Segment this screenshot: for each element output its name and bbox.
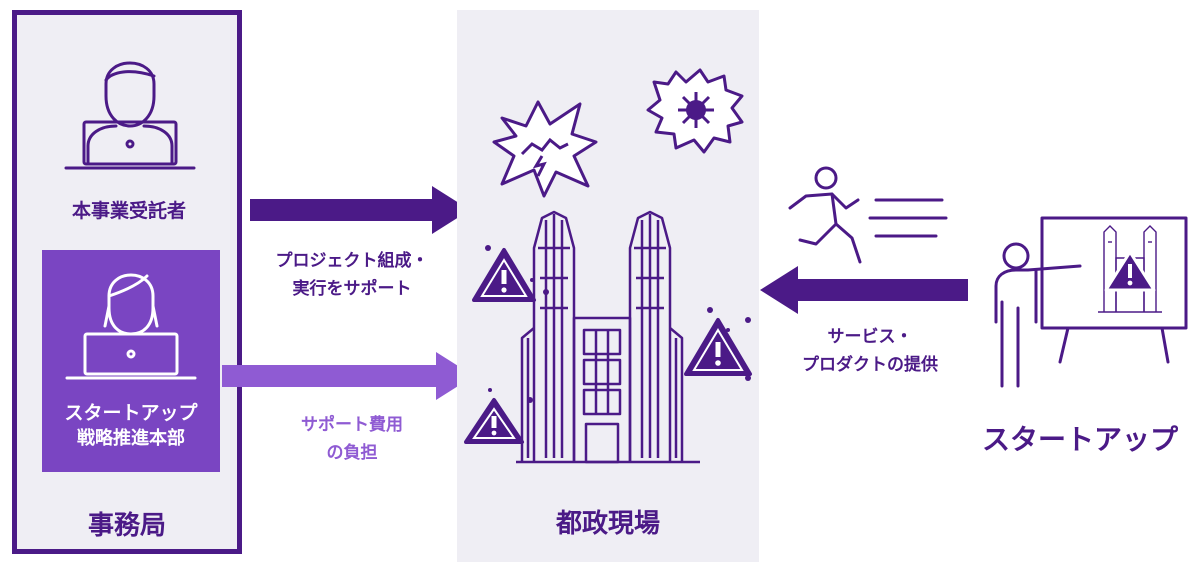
decorative-dots bbox=[485, 245, 751, 403]
running-person-icon bbox=[788, 166, 948, 264]
warning-icon-2 bbox=[684, 318, 752, 376]
cost-text-line2: の負担 bbox=[326, 443, 378, 463]
startup-label: スタートアップ bbox=[981, 423, 1178, 456]
presenter-board-icon bbox=[994, 216, 1188, 388]
contractor-label: 本事業受託者 bbox=[71, 200, 186, 222]
tokyo-government-building-icon bbox=[516, 210, 700, 464]
virus-bubble-icon bbox=[646, 68, 744, 154]
provide-text-line2: プロダクトの提供 bbox=[802, 355, 938, 375]
contractor-person-icon bbox=[64, 61, 196, 170]
startup-hq-label-line2: 戦略推進本部 bbox=[77, 428, 185, 449]
cost-text-line1: サポート費用 bbox=[301, 415, 403, 435]
warning-icon-1 bbox=[472, 248, 536, 302]
startup-hq-label-line1: スタートアップ bbox=[64, 402, 198, 424]
startup-hq-person-icon bbox=[65, 273, 197, 380]
provide-text-line1: サービス・ bbox=[827, 327, 913, 347]
disaster-burst-icon bbox=[492, 100, 598, 198]
warning-icon-3 bbox=[464, 398, 524, 444]
provide-arrow bbox=[760, 266, 968, 314]
cost-arrow bbox=[222, 352, 474, 400]
support-text-line2: 実行をサポート bbox=[292, 279, 412, 299]
support-text-line1: プロジェクト組成・ bbox=[275, 251, 429, 271]
support-arrow bbox=[250, 186, 470, 234]
site-label: 都政現場 bbox=[555, 509, 660, 539]
secretariat-label: 事務局 bbox=[87, 511, 166, 541]
